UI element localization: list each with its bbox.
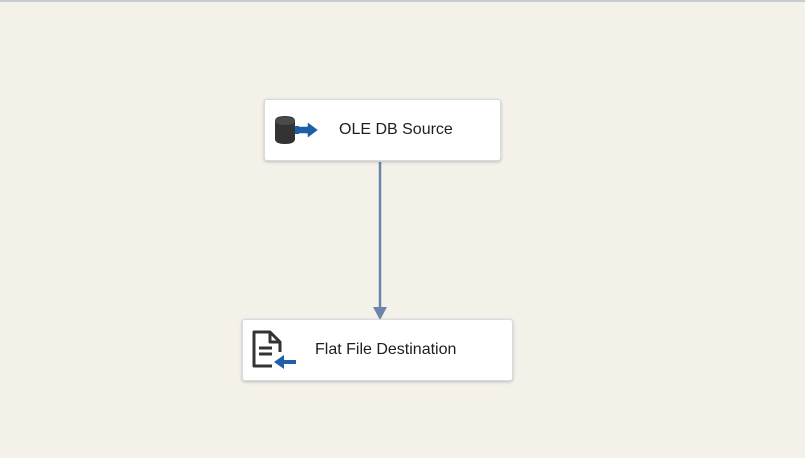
canvas-top-border <box>0 0 805 2</box>
ole-db-source-component[interactable]: OLE DB Source <box>264 99 501 161</box>
flat-file-destination-component[interactable]: Flat File Destination <box>242 319 513 381</box>
flat-file-destination-label: Flat File Destination <box>315 341 457 358</box>
database-source-icon <box>271 110 323 150</box>
data-flow-path-arrowhead <box>373 307 387 320</box>
ole-db-source-label: OLE DB Source <box>339 121 453 138</box>
flat-file-destination-icon <box>247 330 299 370</box>
